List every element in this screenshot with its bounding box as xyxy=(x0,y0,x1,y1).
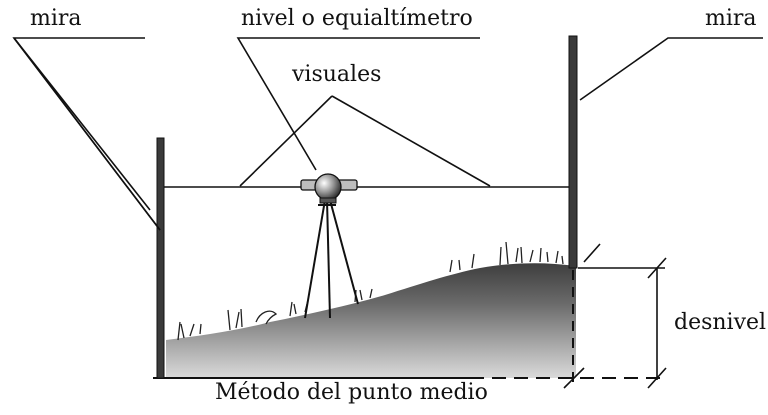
label-nivel-equialtimetro: nivel o equialtímetro xyxy=(241,6,473,31)
label-mira-left: mira xyxy=(30,6,82,31)
desnivel-dimension xyxy=(563,243,667,389)
label-desnivel: desnivel xyxy=(674,310,767,335)
right-leveling-rod xyxy=(568,35,578,269)
caption-metodo: Método del punto medio xyxy=(215,380,488,405)
leader-lines xyxy=(12,37,763,231)
left-leveling-rod xyxy=(156,137,165,379)
ground-terrain xyxy=(166,263,576,378)
grass-tufts xyxy=(177,241,564,341)
label-mira-right: mira xyxy=(705,6,757,31)
label-visuales: visuales xyxy=(292,62,382,87)
tripod xyxy=(304,199,359,319)
level-instrument xyxy=(300,173,358,204)
